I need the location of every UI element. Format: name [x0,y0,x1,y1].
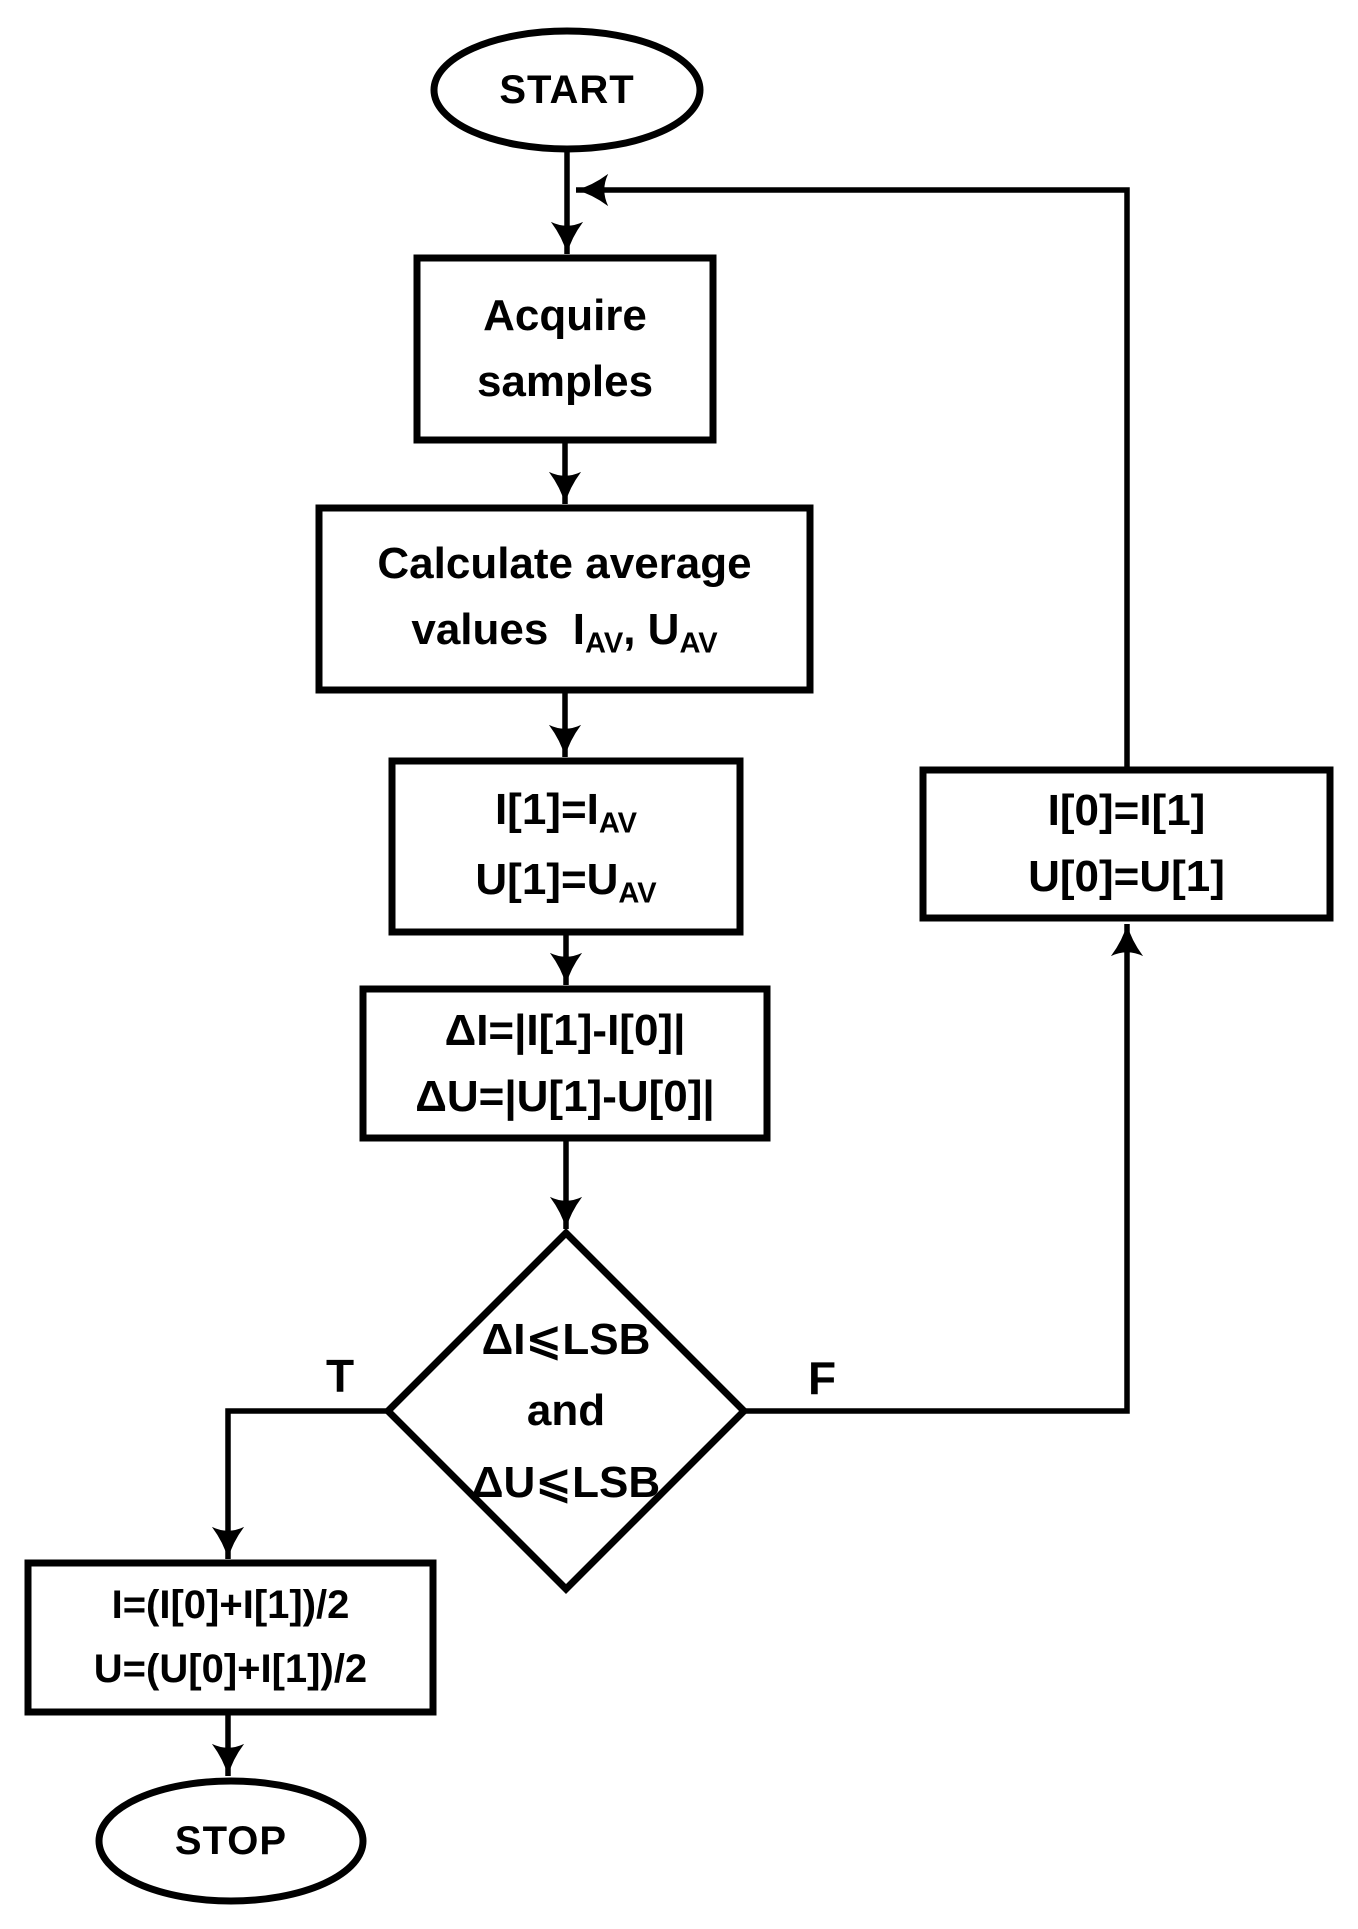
decision-diamond-shape [383,1228,749,1594]
calc-line-1: Calculate average [377,539,752,589]
acquire-step: Acquire samples [417,258,713,440]
delta-box-shape [359,985,771,1142]
start-terminator-shape [430,27,704,153]
delta-line-2: ΔU=|U[1]-U[0]| [415,1071,715,1121]
shift-box-shape [919,766,1334,922]
decision-condition-1: ΔI⩽LSB [481,1315,651,1365]
start-label: START [499,68,635,112]
assign-step: I[1]=IAV U[1]=UAV [392,761,740,932]
assign-line-2: U[1]=UAV [475,854,657,910]
calc-step: Calculate average values IAV, UAV [319,508,810,690]
result-box-shape [24,1559,437,1716]
result-line-2: U=(U[0]+I[1])/2 [93,1646,368,1691]
true-branch-label: T [325,1350,355,1402]
start-node: START [433,30,701,150]
calc-box-shape [315,504,814,694]
edge-feedback-return [575,173,1130,770]
stop-node: STOP [99,1781,363,1901]
acquire-line-2: samples [476,357,654,406]
shift-step: I[0]=I[1] U[0]=U[1] [923,770,1330,918]
decision-condition-2: ΔU⩽LSB [471,1457,661,1507]
delta-step: ΔI=|I[1]-I[0]| ΔU=|U[1]-U[0]| [363,989,767,1138]
delta-line-1: ΔI=|I[1]-I[0]| [444,1005,686,1055]
calc-line-2: values IAV, UAV [411,605,718,661]
stop-terminator-shape [95,1777,367,1905]
false-branch-label: F [807,1352,837,1404]
edge-decision-true-branch [211,1408,388,1560]
decision-operator: and [526,1386,606,1436]
acquire-box-shape [413,254,717,444]
assign-box-shape [388,757,744,936]
stop-label: STOP [174,1819,288,1863]
edge-decision-false-branch [744,923,1144,1414]
result-step: I=(I[0]+I[1])/2 U=(U[0]+I[1])/2 [28,1563,433,1712]
decision-node: ΔI⩽LSB and ΔU⩽LSB [388,1233,744,1589]
result-line-1: I=(I[0]+I[1])/2 [111,1583,350,1628]
shift-line-2: U[0]=U[1] [1028,852,1225,901]
assign-line-1: I[1]=IAV [494,785,638,840]
acquire-line-1: Acquire [483,291,647,340]
shift-line-1: I[0]=I[1] [1047,786,1206,835]
